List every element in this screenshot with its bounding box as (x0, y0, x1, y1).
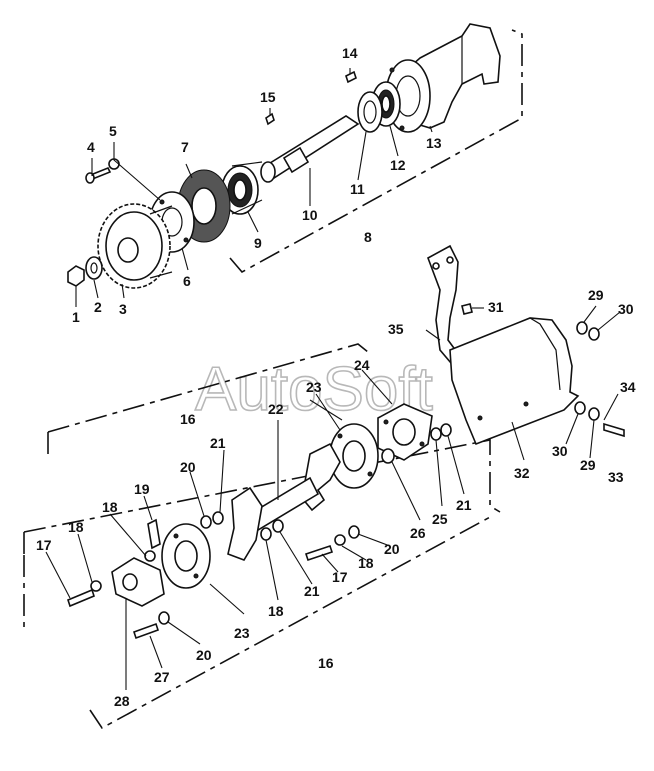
label-20-bottom: 20 (196, 647, 212, 663)
nut-20-left (200, 515, 212, 529)
label-4: 4 (87, 139, 95, 155)
label-6: 6 (183, 273, 191, 289)
label-15: 15 (260, 89, 276, 105)
label-21-right: 21 (456, 497, 472, 513)
washer-29-lower (588, 407, 600, 421)
screw-33 (603, 422, 625, 438)
screw-17-right (304, 544, 334, 562)
label-13: 13 (426, 135, 442, 151)
washer-20-bottom (158, 611, 170, 625)
label-33: 33 (608, 469, 624, 485)
label-35: 35 (388, 321, 404, 337)
screw-31 (461, 303, 473, 315)
washer-26 (381, 448, 395, 464)
group-bracket-16-bottom (89, 515, 493, 730)
label-16-lower: 16 (318, 655, 334, 671)
group-bracket-16-lower (23, 439, 501, 628)
block-28 (111, 557, 165, 607)
nut-18-center (260, 527, 272, 541)
label-21-top: 21 (210, 435, 226, 451)
label-17-left: 17 (36, 537, 52, 553)
bearing-11 (357, 91, 383, 133)
label-30-upper: 30 (618, 301, 634, 317)
yoke-shaft-22 (227, 442, 341, 561)
label-19: 19 (134, 481, 150, 497)
label-7: 7 (181, 139, 189, 155)
label-29-lower: 29 (580, 457, 596, 473)
washer-21-center (272, 519, 284, 533)
gear-3 (97, 203, 173, 289)
screw-27 (132, 622, 160, 640)
label-10: 10 (302, 207, 318, 223)
label-18-right: 18 (358, 555, 374, 571)
label-27: 27 (154, 669, 170, 685)
label-16-upper: 16 (180, 411, 196, 427)
flange-23-lower (161, 523, 211, 589)
label-32: 32 (514, 465, 530, 481)
nut-25 (430, 427, 442, 441)
label-24: 24 (354, 357, 370, 373)
label-9: 9 (254, 235, 262, 251)
label-29-upper: 29 (588, 287, 604, 303)
washer-21-left (212, 511, 224, 525)
label-21-center: 21 (304, 583, 320, 599)
group-bracket-16-upper (47, 343, 369, 433)
label-18-left: 18 (102, 499, 118, 515)
leader-lines (45, 68, 621, 690)
label-18-center: 18 (268, 603, 284, 619)
washer-18-right (334, 534, 346, 546)
label-34: 34 (620, 379, 636, 395)
shaft-10 (260, 115, 360, 183)
label-22: 22 (268, 401, 284, 417)
nut-1 (67, 265, 85, 287)
label-20-right: 20 (384, 541, 400, 557)
screw-19 (147, 518, 161, 550)
key-14 (345, 70, 357, 84)
label-23-lower: 23 (234, 625, 250, 641)
support-24 (377, 403, 433, 461)
label-18-far-left: 18 (68, 519, 84, 535)
label-23-upper: 23 (306, 379, 322, 395)
screw-17-left (67, 588, 95, 608)
label-5: 5 (109, 123, 117, 139)
flange-23-upper (329, 423, 379, 489)
label-14: 14 (342, 45, 358, 61)
label-26: 26 (410, 525, 426, 541)
housing-13 (385, 23, 501, 133)
label-11: 11 (350, 181, 365, 197)
label-30-lower: 30 (552, 443, 568, 459)
label-17-right: 17 (332, 569, 348, 585)
label-8: 8 (364, 229, 372, 245)
label-2: 2 (94, 299, 102, 315)
label-28: 28 (114, 693, 130, 709)
washer-21-right (440, 423, 452, 437)
washer-18-left (90, 580, 102, 592)
part-labels: 1 2 3 4 5 6 7 8 9 10 11 12 13 14 15 16 1… (36, 45, 636, 709)
label-31: 31 (488, 299, 504, 315)
washer-2 (85, 256, 103, 280)
group-bracket-8 (229, 29, 523, 274)
washer-30-lower (574, 401, 586, 415)
label-25: 25 (432, 511, 448, 527)
label-12: 12 (390, 157, 406, 173)
washer-29-upper (576, 321, 588, 335)
label-1: 1 (72, 309, 80, 325)
label-20-top: 20 (180, 459, 196, 475)
cover-32 (449, 317, 580, 446)
label-3: 3 (119, 301, 127, 317)
washer-30-upper (588, 327, 600, 341)
nut-20-right (348, 525, 360, 539)
nut-18-left (144, 550, 156, 562)
